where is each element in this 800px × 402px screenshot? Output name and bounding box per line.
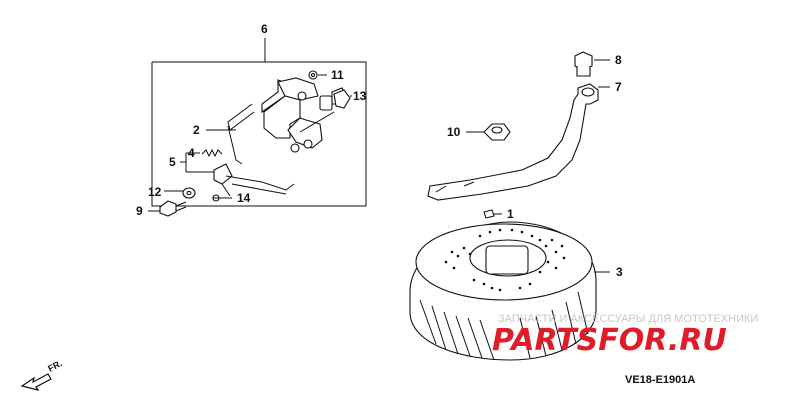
callout-6: 6 xyxy=(261,22,268,36)
flywheel xyxy=(409,221,610,361)
callout-8: 8 xyxy=(615,53,622,67)
callout-14: 14 xyxy=(237,191,251,205)
watermark-logo: PARTSFOR.RU xyxy=(492,323,727,358)
front-direction-label: FR. xyxy=(46,358,63,374)
flywheel-fins xyxy=(419,291,589,361)
nut-small xyxy=(308,70,318,80)
callout-2: 2 xyxy=(193,123,200,137)
washer xyxy=(182,187,196,199)
callout-4: 4 xyxy=(188,146,195,160)
callout-10: 10 xyxy=(447,125,461,139)
governor-bracket xyxy=(261,77,347,153)
governor-rod xyxy=(227,103,255,165)
assembly-frame xyxy=(151,38,367,207)
front-direction-arrow: FR. xyxy=(20,358,64,391)
leader-lines-left xyxy=(148,74,352,212)
control-link xyxy=(213,163,295,197)
watermark: ЗАПЧАСТИ И АКСЕССУАРЫ ДЛЯ МОТОТЕХНИКИ PA… xyxy=(492,313,758,358)
callout-labels: 1 2 3 4 5 6 7 8 9 10 11 12 13 14 xyxy=(136,22,623,279)
callout-12: 12 xyxy=(148,185,162,199)
callout-11: 11 xyxy=(331,68,344,82)
arm xyxy=(427,83,610,201)
collar-bolt xyxy=(574,51,610,77)
clip xyxy=(333,89,351,109)
spring xyxy=(201,148,223,158)
screw xyxy=(212,194,220,202)
bolt xyxy=(159,200,187,217)
callout-9: 9 xyxy=(136,204,143,218)
diagram-code: VE18-E1901A xyxy=(625,374,695,386)
callout-13: 13 xyxy=(353,89,367,103)
callout-5: 5 xyxy=(169,155,176,169)
flywheel-vents xyxy=(444,228,566,292)
watermark-text: ЗАПЧАСТИ И АКСЕССУАРЫ ДЛЯ МОТОТЕХНИКИ xyxy=(498,313,758,325)
flange-nut xyxy=(466,123,511,141)
woodruff-key xyxy=(483,209,502,219)
callout-1: 1 xyxy=(507,207,514,221)
callout-3: 3 xyxy=(616,265,623,279)
callout-7: 7 xyxy=(615,80,622,94)
